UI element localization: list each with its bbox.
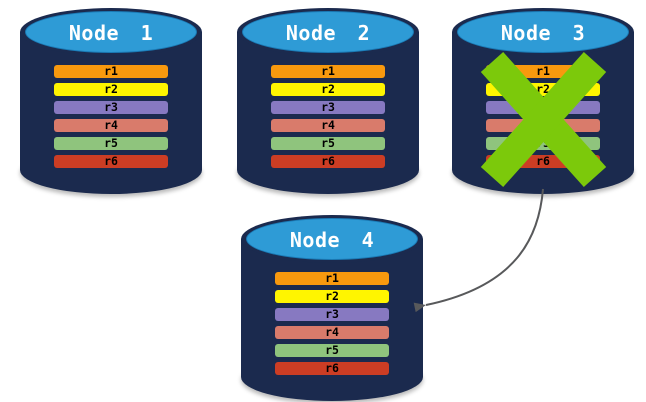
- record-bar-r6: r6: [271, 155, 385, 168]
- cylinder-top: [20, 8, 202, 56]
- record-bar-r3: r3: [271, 101, 385, 114]
- record-bar-r3: r3: [54, 101, 168, 114]
- record-bar-r1: r1: [54, 65, 168, 78]
- record-stack: r1 r2 r3 r4 r5 r6: [54, 65, 168, 168]
- record-bar-r6: r6: [54, 155, 168, 168]
- record-bar-r5: r5: [54, 137, 168, 150]
- record-bar-r1: r1: [275, 272, 389, 285]
- node-label: Node 1: [68, 21, 154, 45]
- record-stack: r1 r2 r3 r4 r5 r6: [271, 65, 385, 168]
- record-bar-r5: r5: [275, 344, 389, 357]
- node-label: Node 2: [285, 21, 371, 45]
- cylinder-top-face: [242, 11, 414, 53]
- record-stack: r1 r2 r3 r4 r5 r6: [275, 272, 389, 375]
- node-label: Node 3: [500, 21, 586, 45]
- cylinder-top: [241, 215, 423, 263]
- record-bar-r5: r5: [271, 137, 385, 150]
- failover-arrow: [413, 188, 544, 313]
- node-2: Node 2 r1 r2 r3 r4 r5 r6: [237, 8, 419, 194]
- cylinder-top-face: [246, 218, 418, 260]
- record-bar-r3: r3: [275, 308, 389, 321]
- cylinder-top: [452, 8, 634, 56]
- node-1: Node 1 r1 r2 r3 r4 r5 r6: [20, 8, 202, 194]
- record-bar-r2: r2: [54, 83, 168, 96]
- record-bar-r1: r1: [271, 65, 385, 78]
- node-label: Node 4: [289, 228, 375, 252]
- record-bar-r4: r4: [271, 119, 385, 132]
- cylinder-top-face: [25, 11, 197, 53]
- record-bar-r4: r4: [275, 326, 389, 339]
- node-4: Node 4 r1 r2 r3 r4 r5 r6: [241, 215, 423, 401]
- cylinder-top-face: [457, 11, 629, 53]
- record-bar-r4: r4: [54, 119, 168, 132]
- record-bar-r2: r2: [275, 290, 389, 303]
- record-bar-r2: r2: [271, 83, 385, 96]
- cylinder-top: [237, 8, 419, 56]
- failure-x-icon: [480, 51, 607, 188]
- record-bar-r6: r6: [275, 362, 389, 375]
